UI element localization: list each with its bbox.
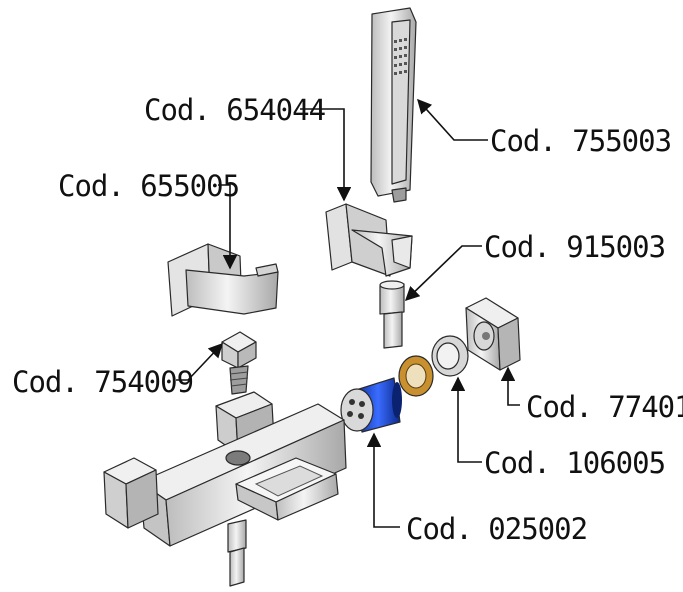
handshower-part <box>370 7 417 203</box>
wall-holder-part <box>325 203 413 277</box>
label-hose-connector: Cod. 915003 <box>484 230 665 264</box>
label-ring-nut: Cod. 106005 <box>484 446 665 480</box>
bracket-part <box>167 243 279 317</box>
cartridge-part <box>340 377 402 433</box>
label-wall-holder: Cod. 654044 <box>144 93 326 127</box>
ring-nut-part <box>431 335 469 377</box>
label-bracket: Cod. 655005 <box>58 169 239 203</box>
brass-ring-part <box>398 355 434 397</box>
hose-connector-part <box>379 280 405 349</box>
diverter-part <box>221 331 257 395</box>
cover-plate-part <box>465 297 521 371</box>
label-handshower: Cod. 755003 <box>490 124 671 158</box>
mixer-body <box>103 391 347 587</box>
label-cartridge: Cod. 025002 <box>406 512 587 546</box>
label-cover-plate: Cod. 774016 <box>526 390 683 424</box>
label-diverter: Cod. 754009 <box>12 365 193 399</box>
